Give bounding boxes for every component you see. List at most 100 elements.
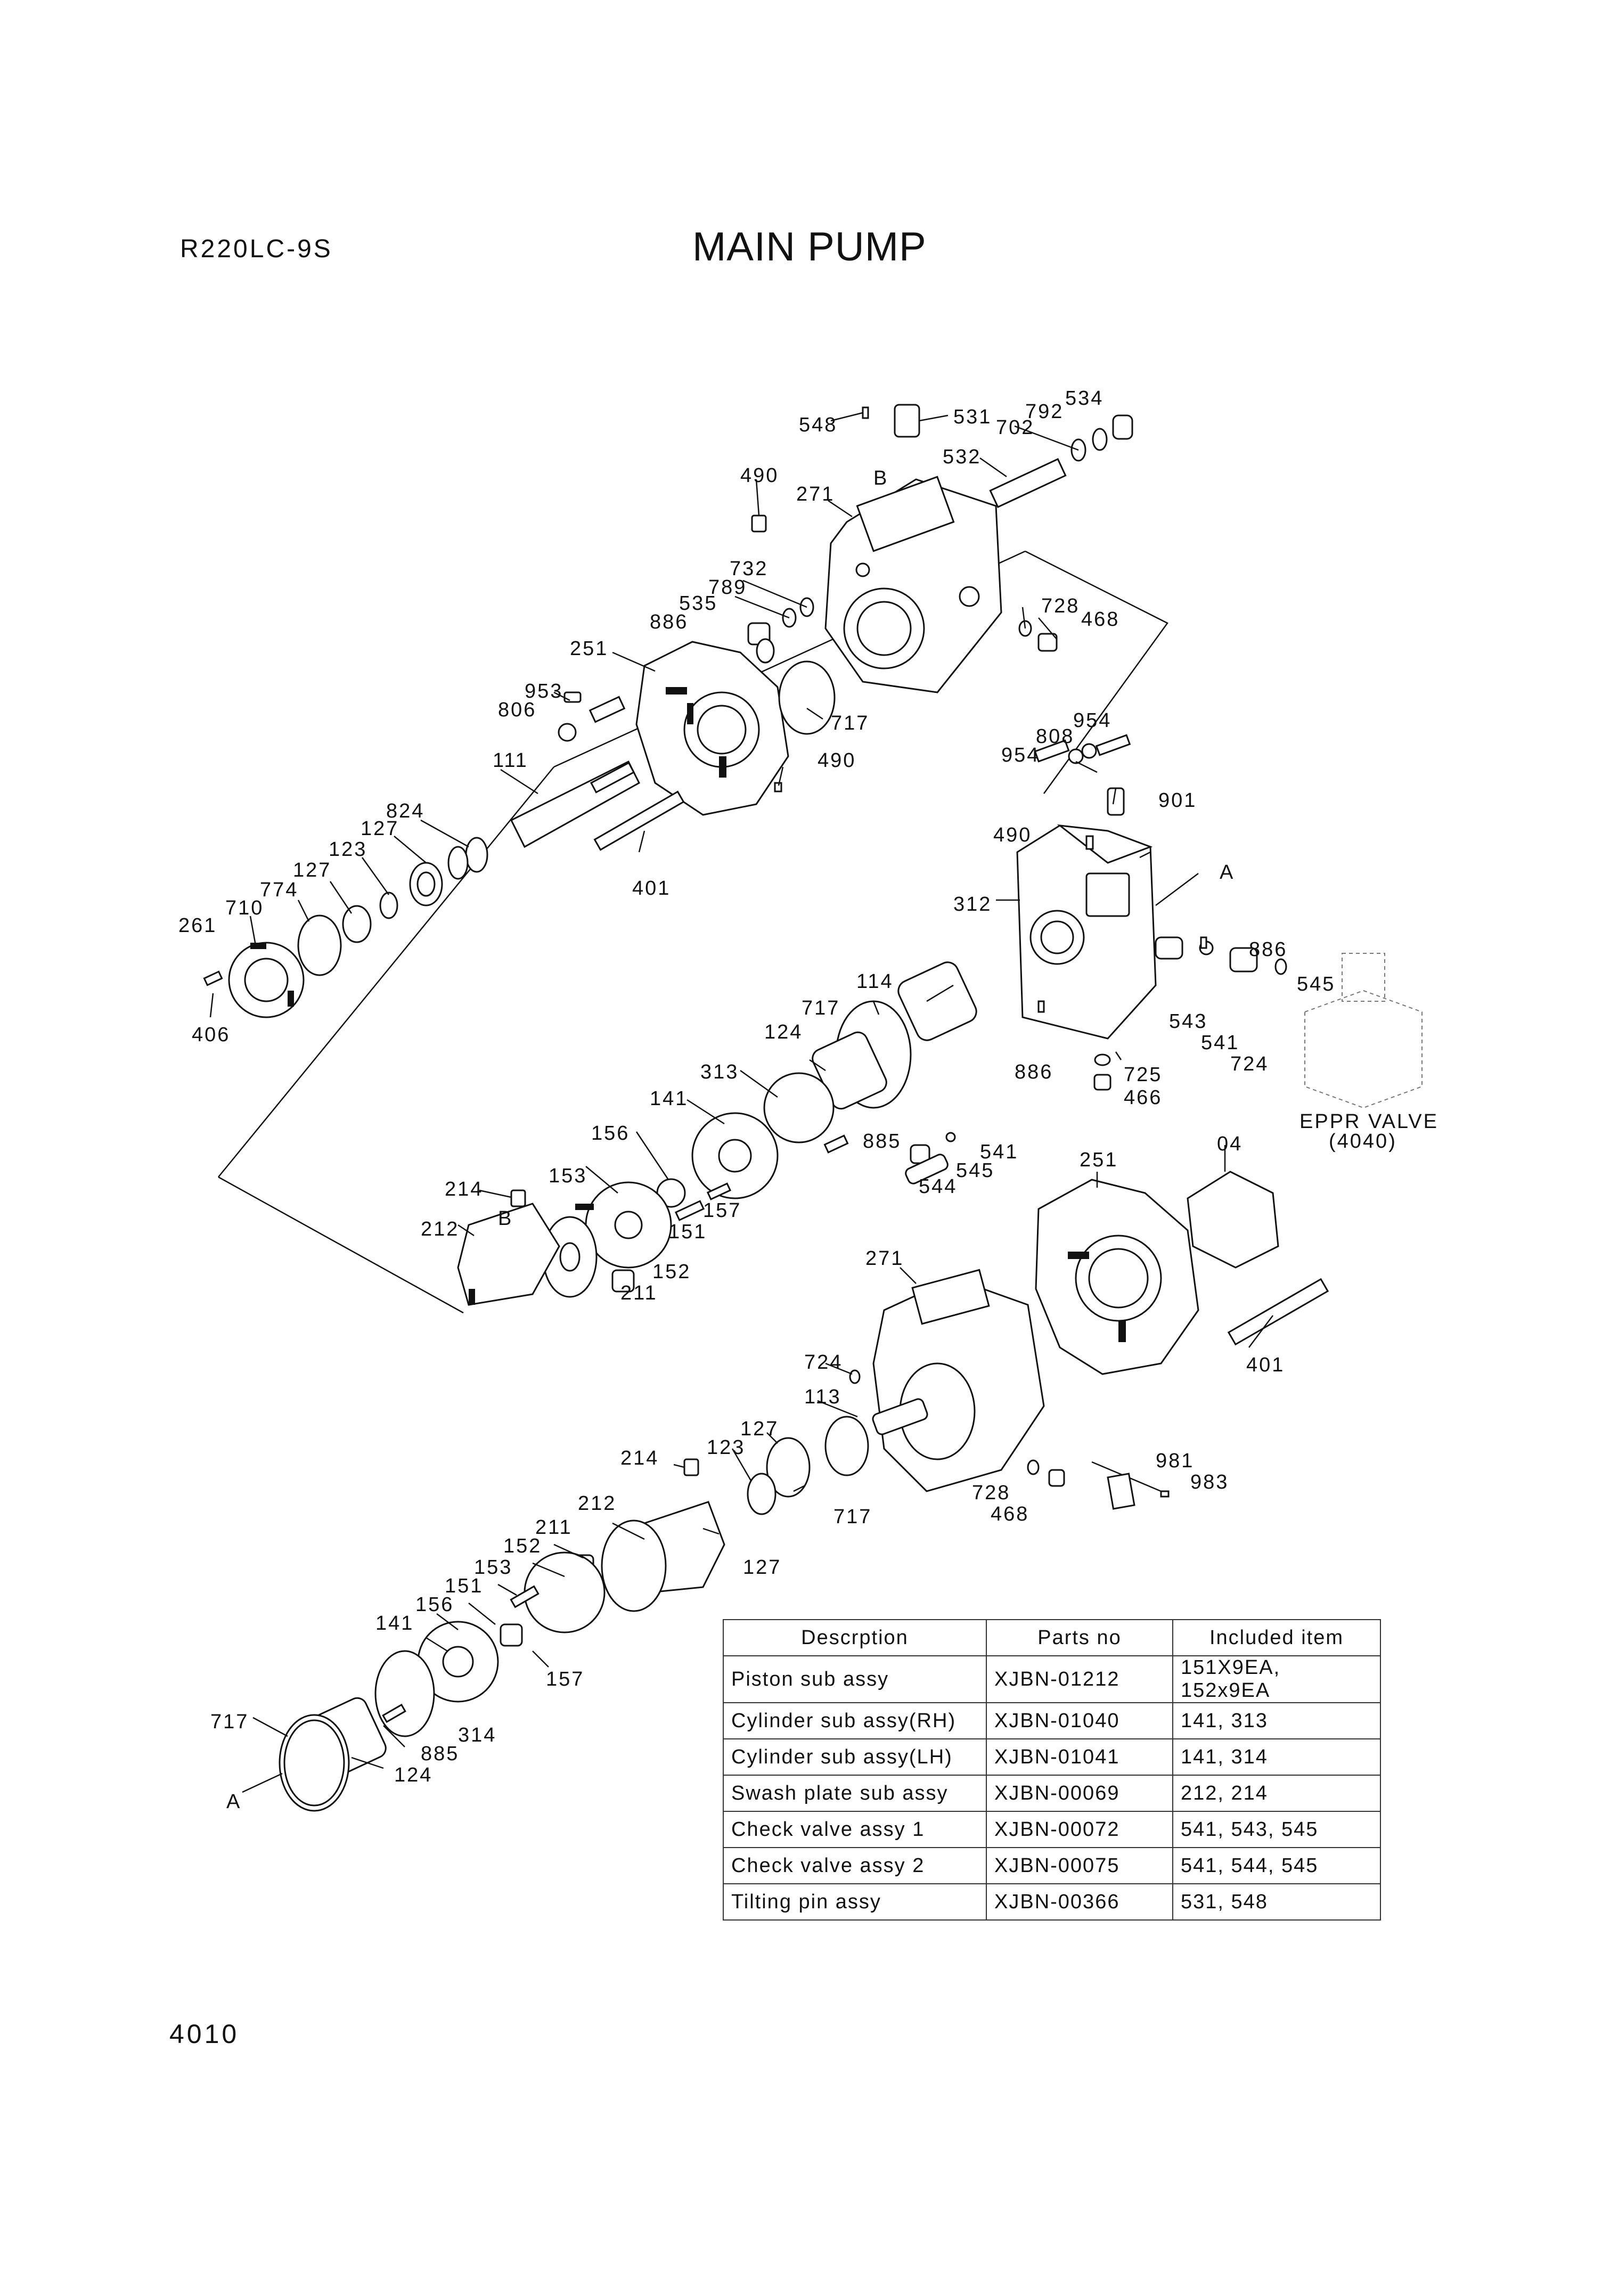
callout: 152 bbox=[503, 1535, 542, 1557]
callout: 544 bbox=[919, 1175, 957, 1198]
callout: A bbox=[1220, 861, 1235, 884]
callout: 152 bbox=[652, 1261, 691, 1283]
callout: 541 bbox=[1201, 1032, 1239, 1054]
callout: 724 bbox=[804, 1351, 843, 1374]
callout: 717 bbox=[831, 712, 869, 734]
callout: 824 bbox=[386, 800, 424, 822]
callout: 214 bbox=[620, 1447, 659, 1469]
table-cell: XJBN-00069 bbox=[986, 1775, 1173, 1812]
callout: 886 bbox=[1015, 1061, 1053, 1083]
callout: 490 bbox=[818, 749, 856, 772]
page-title: MAIN PUMP bbox=[692, 224, 927, 269]
callout: 271 bbox=[865, 1247, 904, 1270]
callout: A bbox=[226, 1791, 241, 1813]
table-header-row: Descrption Parts no Included item bbox=[723, 1619, 1381, 1656]
table-cell: XJBN-00366 bbox=[986, 1883, 1173, 1921]
callout: 543 bbox=[1169, 1010, 1207, 1033]
callout: 406 bbox=[192, 1024, 230, 1046]
table-cell: Cylinder sub assy(LH) bbox=[723, 1738, 987, 1776]
callout: 271 bbox=[796, 483, 835, 505]
callout: 535 bbox=[679, 592, 717, 615]
callout: 774 bbox=[260, 879, 298, 901]
table-cell: 141, 314 bbox=[1172, 1738, 1381, 1776]
table-cell: 531, 548 bbox=[1172, 1883, 1381, 1921]
eppr-valve-outline bbox=[1304, 953, 1423, 1109]
callout: 808 bbox=[1036, 725, 1074, 748]
table-cell: XJBN-00072 bbox=[986, 1811, 1173, 1848]
callout: 261 bbox=[178, 914, 217, 937]
table-cell: Check valve assy 1 bbox=[723, 1811, 987, 1848]
table-cell: XJBN-01040 bbox=[986, 1702, 1173, 1739]
callout: 953 bbox=[525, 680, 563, 702]
callout: 490 bbox=[740, 464, 779, 487]
callout: B bbox=[498, 1207, 513, 1230]
eppr-valve-label: EPPR VALVE bbox=[1299, 1110, 1438, 1133]
callout: 724 bbox=[1230, 1053, 1269, 1075]
leader-lines bbox=[209, 412, 1273, 1793]
table-row: Piston sub assy XJBN-01212 151X9EA, 152x… bbox=[723, 1655, 1381, 1703]
callout: 153 bbox=[549, 1165, 587, 1187]
callout: 157 bbox=[546, 1668, 584, 1690]
callout: 886 bbox=[1249, 938, 1287, 961]
table-cell: XJBN-01041 bbox=[986, 1738, 1173, 1776]
callout: 114 bbox=[856, 970, 894, 993]
callout: 153 bbox=[474, 1556, 512, 1579]
top-fittings bbox=[747, 404, 1133, 652]
table-cell: 151X9EA, 152x9EA bbox=[1172, 1655, 1381, 1703]
table-cell: Cylinder sub assy(RH) bbox=[723, 1702, 987, 1739]
callout: 541 bbox=[980, 1141, 1018, 1163]
callout: 312 bbox=[953, 893, 992, 916]
callout: 151 bbox=[445, 1575, 483, 1597]
callout: 531 bbox=[953, 406, 992, 428]
parts-table: Descrption Parts no Included item Piston… bbox=[723, 1619, 1381, 1921]
callout: 792 bbox=[1025, 401, 1064, 423]
callout: 124 bbox=[394, 1764, 432, 1786]
callout: 111 bbox=[493, 749, 528, 772]
callout: 885 bbox=[863, 1130, 901, 1153]
callout: 901 bbox=[1158, 789, 1197, 812]
callout: 732 bbox=[730, 558, 768, 580]
column-header: Parts no bbox=[986, 1619, 1173, 1656]
callout: 981 bbox=[1156, 1450, 1194, 1472]
callout: 123 bbox=[707, 1436, 745, 1459]
eppr-valve-ref: (4040) bbox=[1329, 1130, 1397, 1153]
callout: 212 bbox=[578, 1492, 616, 1515]
table-row: Cylinder sub assy(LH) XJBN-01041 141, 31… bbox=[723, 1738, 1381, 1776]
callout: 545 bbox=[1297, 973, 1335, 995]
callout: 141 bbox=[375, 1612, 414, 1635]
callout: 468 bbox=[1081, 608, 1119, 631]
valve-plate-251-upper bbox=[635, 641, 836, 816]
callout: 156 bbox=[415, 1594, 454, 1616]
callout: 212 bbox=[421, 1218, 459, 1240]
model-code: R220LC-9S bbox=[180, 235, 333, 263]
table-row: Tilting pin assy XJBN-00366 531, 548 bbox=[723, 1883, 1381, 1921]
callout: 534 bbox=[1065, 387, 1104, 410]
callout: 885 bbox=[421, 1743, 459, 1765]
table-cell: 541, 543, 545 bbox=[1172, 1811, 1381, 1848]
callout: 545 bbox=[956, 1159, 994, 1182]
callout: 127 bbox=[740, 1418, 779, 1440]
table-cell: XJBN-01212 bbox=[986, 1655, 1173, 1703]
callout: 728 bbox=[1041, 595, 1080, 617]
callout: 211 bbox=[535, 1516, 573, 1539]
callout: 789 bbox=[708, 576, 747, 599]
lower-housing-assembly bbox=[849, 1171, 1329, 1510]
callout: 151 bbox=[668, 1221, 707, 1243]
callout: 211 bbox=[620, 1282, 658, 1304]
column-header: Included item bbox=[1172, 1619, 1381, 1656]
callout: 04 bbox=[1217, 1133, 1243, 1155]
callout: 157 bbox=[703, 1199, 741, 1222]
callout: 141 bbox=[650, 1088, 688, 1110]
callout: 251 bbox=[570, 638, 608, 660]
page-number: 4010 bbox=[169, 2019, 240, 2049]
callout: 717 bbox=[210, 1711, 249, 1733]
callout: 314 bbox=[458, 1724, 496, 1746]
column-header: Descrption bbox=[723, 1619, 987, 1656]
callout: 401 bbox=[1246, 1354, 1285, 1376]
callout: 954 bbox=[1073, 709, 1111, 732]
callout: 490 bbox=[993, 824, 1032, 846]
table-cell: XJBN-00075 bbox=[986, 1847, 1173, 1884]
table-cell: Piston sub assy bbox=[723, 1655, 987, 1703]
callout: 127 bbox=[293, 859, 331, 881]
